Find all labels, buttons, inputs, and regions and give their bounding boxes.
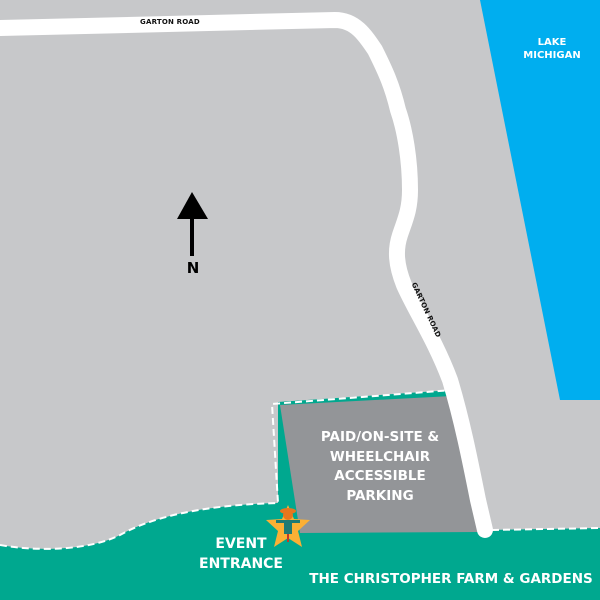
lake-michigan-area	[480, 0, 600, 400]
entrance-label-line2: ENTRANCE	[199, 556, 283, 572]
lake-label: LAKE MICHIGAN	[512, 36, 592, 62]
grounds-boundary-right	[491, 527, 600, 531]
parking-label: PAID/ON-SITE & WHEELCHAIR ACCESSIBLE PAR…	[300, 428, 460, 506]
garton-road	[0, 12, 493, 538]
north-arrow-icon	[177, 192, 208, 256]
entrance-label-line1: EVENT	[215, 536, 267, 552]
lake-label-line2: MICHIGAN	[523, 50, 581, 61]
scarecrow-star-icon	[266, 505, 310, 547]
compass-label: N	[186, 259, 200, 277]
parking-label-line1: PAID/ON-SITE &	[320, 429, 440, 445]
venue-label: THE CHRISTOPHER FARM & GARDENS	[309, 571, 593, 587]
lake-label-line1: LAKE	[537, 37, 567, 48]
parking-label-line2: WHEELCHAIR	[329, 448, 431, 465]
parking-label-line4: PARKING	[346, 487, 414, 504]
event-entrance-label: EVENT ENTRANCE	[188, 534, 294, 574]
parking-lot	[280, 396, 480, 533]
parking-label-line3: ACCESSIBLE	[334, 468, 426, 484]
road-label-top: GARTON ROAD	[140, 18, 200, 26]
grounds-boundary-left	[0, 389, 453, 550]
